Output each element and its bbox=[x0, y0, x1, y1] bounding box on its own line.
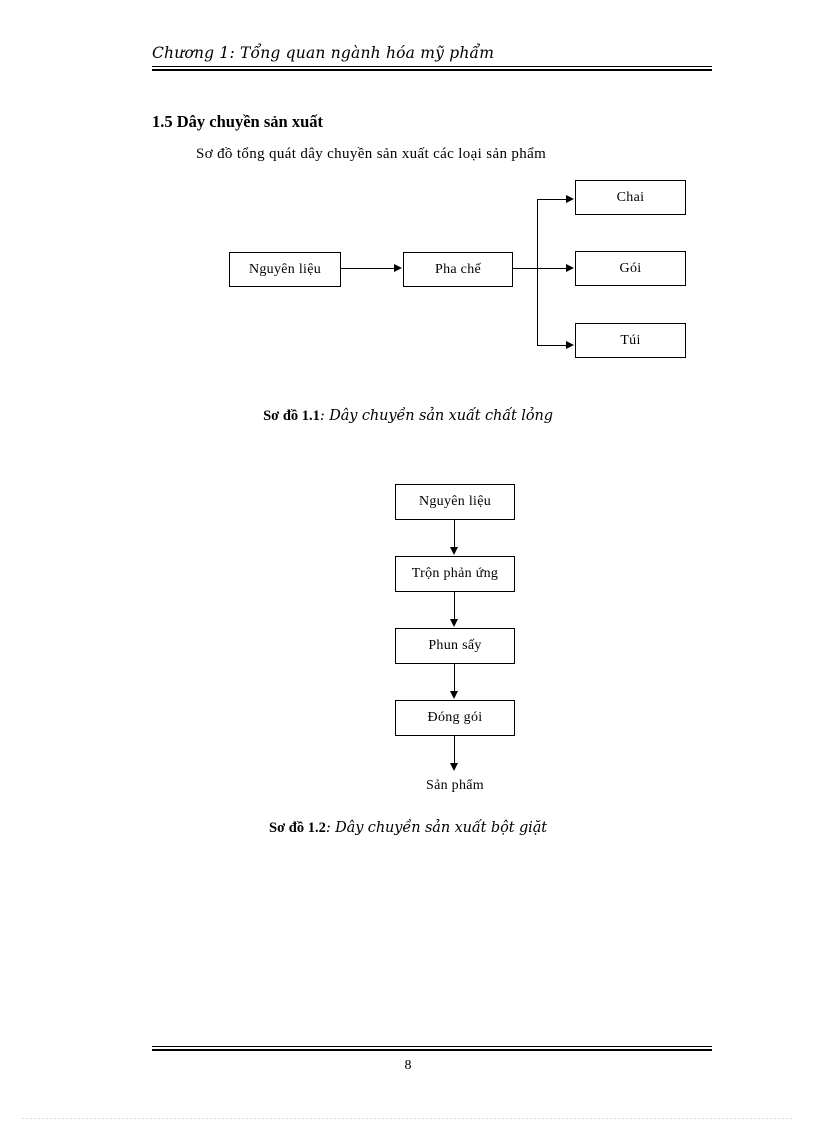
section-intro-text: Sơ đồ tổng quát dây chuyền sản xuất các … bbox=[196, 146, 547, 162]
footer-double-rule bbox=[152, 1046, 712, 1051]
section-heading: 1.5 Dây chuyền sản xuất bbox=[152, 112, 323, 131]
figure1-connector-mix-to-trunk bbox=[513, 268, 539, 270]
figure1-connector-trunk-to-bottle bbox=[537, 199, 567, 201]
figure1-caption-text: : Dây chuyền sản xuất chất lỏng bbox=[319, 408, 553, 424]
figure2-arrowhead-spray-to-pack bbox=[450, 691, 458, 699]
figure2-connector-spray-to-pack bbox=[454, 664, 456, 692]
header-rule-thick bbox=[152, 69, 712, 71]
footer-rule-thick bbox=[152, 1049, 712, 1051]
figure1-connector-trunk-to-bag bbox=[537, 345, 567, 347]
figure1-node-packet: Gói bbox=[575, 251, 686, 286]
figure2-connector-pack-to-product bbox=[454, 736, 456, 764]
running-header-title: Chương 1: Tổng quan ngành hóa mỹ phẩm bbox=[152, 44, 495, 62]
figure1-arrowhead-trunk-to-bag bbox=[566, 341, 574, 349]
figure2-arrowhead-raw-to-react bbox=[450, 547, 458, 555]
figure2-arrowhead-react-to-spray bbox=[450, 619, 458, 627]
header-double-rule bbox=[152, 66, 712, 71]
figure1-connector-raw-to-mix bbox=[341, 268, 395, 270]
header-rule-thin bbox=[152, 66, 712, 67]
figure1-node-bag: Túi bbox=[575, 323, 686, 358]
figure2-node-packaging: Đóng gói bbox=[395, 700, 515, 736]
figure2-connector-react-to-spray bbox=[454, 592, 456, 620]
figure1-caption-label: Sơ đồ 1.1 bbox=[263, 408, 320, 424]
figure1-node-bottle: Chai bbox=[575, 180, 686, 215]
figure2-node-finished-product: Sản phẩm bbox=[425, 778, 484, 793]
figure1-connector-trunk-to-packet bbox=[537, 268, 567, 270]
figure2-node-reaction-mixing: Trộn phản ứng bbox=[395, 556, 515, 592]
figure2-arrowhead-pack-to-product bbox=[450, 763, 458, 771]
figure2-caption: Sơ đồ 1.2: Dây chuyền sản xuất bột giặt bbox=[0, 820, 816, 837]
figure1-node-raw-material: Nguyên liệu bbox=[229, 252, 341, 287]
figure1-arrowhead-trunk-to-bottle bbox=[566, 195, 574, 203]
figure1-node-mixing: Pha chế bbox=[403, 252, 513, 287]
page-number: 8 bbox=[404, 1058, 412, 1073]
figure2-node-raw-material: Nguyên liệu bbox=[395, 484, 515, 520]
figure2-caption-label: Sơ đồ 1.2 bbox=[269, 820, 326, 836]
scan-edge-artifact bbox=[22, 1118, 794, 1119]
figure1-arrowhead-raw-to-mix bbox=[394, 264, 402, 272]
figure2-node-spray-drying: Phun sấy bbox=[395, 628, 515, 664]
figure2-caption-text: : Dây chuyền sản xuất bột giặt bbox=[325, 820, 547, 836]
figure1-caption: Sơ đồ 1.1: Dây chuyền sản xuất chất lỏng bbox=[0, 408, 816, 425]
figure1-distribution-trunk bbox=[537, 199, 539, 346]
footer-rule-thin bbox=[152, 1046, 712, 1047]
figure1-arrowhead-trunk-to-packet bbox=[566, 264, 574, 272]
figure2-connector-raw-to-react bbox=[454, 520, 456, 548]
